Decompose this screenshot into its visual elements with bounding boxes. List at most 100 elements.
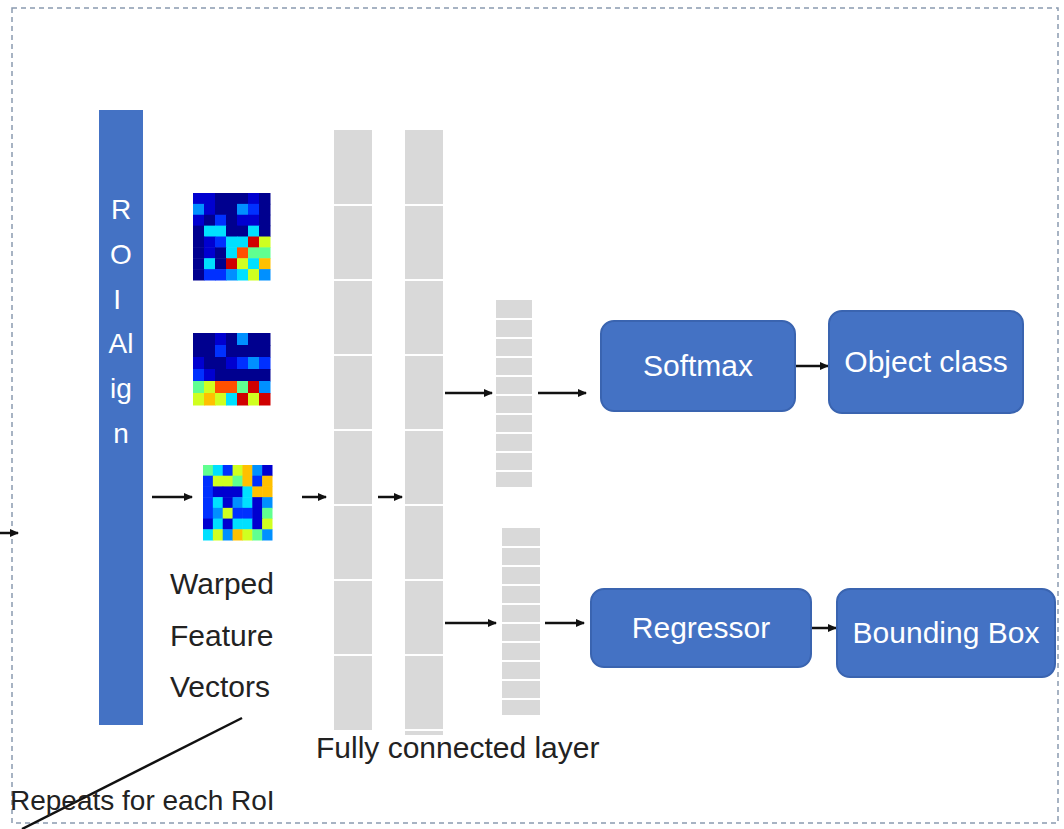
heat-cell bbox=[259, 247, 271, 258]
heat-cell bbox=[226, 369, 238, 382]
heat-cell bbox=[252, 519, 262, 530]
heat-cell bbox=[248, 237, 260, 248]
flow-arrow bbox=[796, 365, 828, 368]
heat-cell bbox=[226, 393, 238, 406]
heat-cell bbox=[237, 393, 249, 406]
heat-cell bbox=[252, 529, 262, 540]
heat-cell bbox=[223, 465, 233, 476]
heat-cell bbox=[262, 465, 272, 476]
heat-cell bbox=[193, 393, 205, 406]
flow-arrows bbox=[0, 393, 586, 623]
heat-cell bbox=[237, 269, 249, 280]
fc-layers bbox=[334, 130, 540, 735]
heat-cell bbox=[215, 381, 227, 394]
heat-cell bbox=[203, 497, 213, 508]
heat-cell bbox=[248, 345, 260, 358]
bar-divider bbox=[405, 279, 443, 281]
node-text: Bounding Box bbox=[853, 615, 1040, 650]
heat-cell bbox=[248, 226, 260, 237]
heat-cell bbox=[259, 237, 271, 248]
heat-cell bbox=[204, 193, 216, 204]
heat-cell bbox=[215, 269, 227, 280]
heat-cell bbox=[193, 204, 205, 215]
heat-cell bbox=[233, 529, 243, 540]
heat-cell bbox=[252, 476, 262, 487]
heat-cell bbox=[242, 508, 252, 519]
heat-cell bbox=[215, 247, 227, 258]
bar-divider bbox=[334, 654, 372, 656]
bar-divider bbox=[405, 429, 443, 431]
heat-cell bbox=[237, 237, 249, 248]
heat-cell bbox=[226, 226, 238, 237]
heat-cell bbox=[193, 333, 205, 346]
bar-divider bbox=[496, 470, 532, 472]
heat-cell bbox=[215, 258, 227, 269]
flow-arrow bbox=[812, 627, 836, 630]
bar-divider bbox=[496, 413, 532, 415]
heat-cell bbox=[237, 226, 249, 237]
heat-cell bbox=[226, 269, 238, 280]
bar-divider bbox=[502, 622, 540, 624]
heat-cell bbox=[193, 269, 205, 280]
heat-cell bbox=[259, 226, 271, 237]
heat-cell bbox=[226, 333, 238, 346]
bar-divider bbox=[502, 698, 540, 700]
fc-bar bbox=[334, 130, 372, 730]
heat-cell bbox=[215, 393, 227, 406]
heat-cell bbox=[248, 333, 260, 346]
heat-cell bbox=[248, 193, 260, 204]
bar-divider bbox=[502, 679, 540, 681]
heat-cell bbox=[237, 357, 249, 370]
heat-cell bbox=[213, 486, 223, 497]
heat-cell bbox=[204, 345, 216, 358]
heat-cell bbox=[226, 345, 238, 358]
output-bar bbox=[496, 300, 532, 487]
heat-cell bbox=[204, 237, 216, 248]
node-text: Object class bbox=[844, 344, 1007, 379]
heat-cell bbox=[193, 215, 205, 226]
heat-cell bbox=[248, 357, 260, 370]
heat-cell bbox=[204, 215, 216, 226]
heat-cell bbox=[237, 204, 249, 215]
bar-divider bbox=[334, 579, 372, 581]
heat-cell bbox=[248, 215, 260, 226]
regressor-box: Regressor bbox=[590, 588, 812, 668]
annotation-label: Repeats for each RoI bbox=[10, 784, 430, 818]
heat-cell bbox=[215, 369, 227, 382]
bar-divider bbox=[496, 337, 532, 339]
heat-cell bbox=[242, 465, 252, 476]
heat-cell bbox=[242, 486, 252, 497]
heat-cell bbox=[223, 476, 233, 487]
bar-divider bbox=[502, 660, 540, 662]
heat-cell bbox=[204, 393, 216, 406]
heat-cell bbox=[215, 204, 227, 215]
heat-cell bbox=[259, 258, 271, 269]
heat-cell bbox=[262, 486, 272, 497]
heat-cell bbox=[213, 519, 223, 530]
heat-cell bbox=[233, 476, 243, 487]
heat-cell bbox=[233, 465, 243, 476]
heat-cell bbox=[223, 529, 233, 540]
bar-divider bbox=[334, 429, 372, 431]
heat-cell bbox=[193, 381, 205, 394]
heat-cell bbox=[248, 247, 260, 258]
roi-align-bar: ROI Align bbox=[99, 110, 143, 725]
heat-cell bbox=[226, 247, 238, 258]
heat-cell bbox=[203, 486, 213, 497]
heat-cell bbox=[226, 258, 238, 269]
node-text: Softmax bbox=[643, 348, 753, 383]
bar-divider bbox=[496, 432, 532, 434]
bar-divider bbox=[502, 584, 540, 586]
heat-cell bbox=[215, 237, 227, 248]
heat-cell bbox=[237, 345, 249, 358]
heat-cell bbox=[226, 237, 238, 248]
bar-divider bbox=[502, 603, 540, 605]
heat-cell bbox=[248, 381, 260, 394]
annotation-label: Fully connected layer bbox=[316, 730, 736, 766]
heat-cell bbox=[259, 381, 271, 394]
bar-divider bbox=[334, 354, 372, 356]
dashed-frame bbox=[12, 8, 1058, 823]
heat-cell bbox=[226, 215, 238, 226]
